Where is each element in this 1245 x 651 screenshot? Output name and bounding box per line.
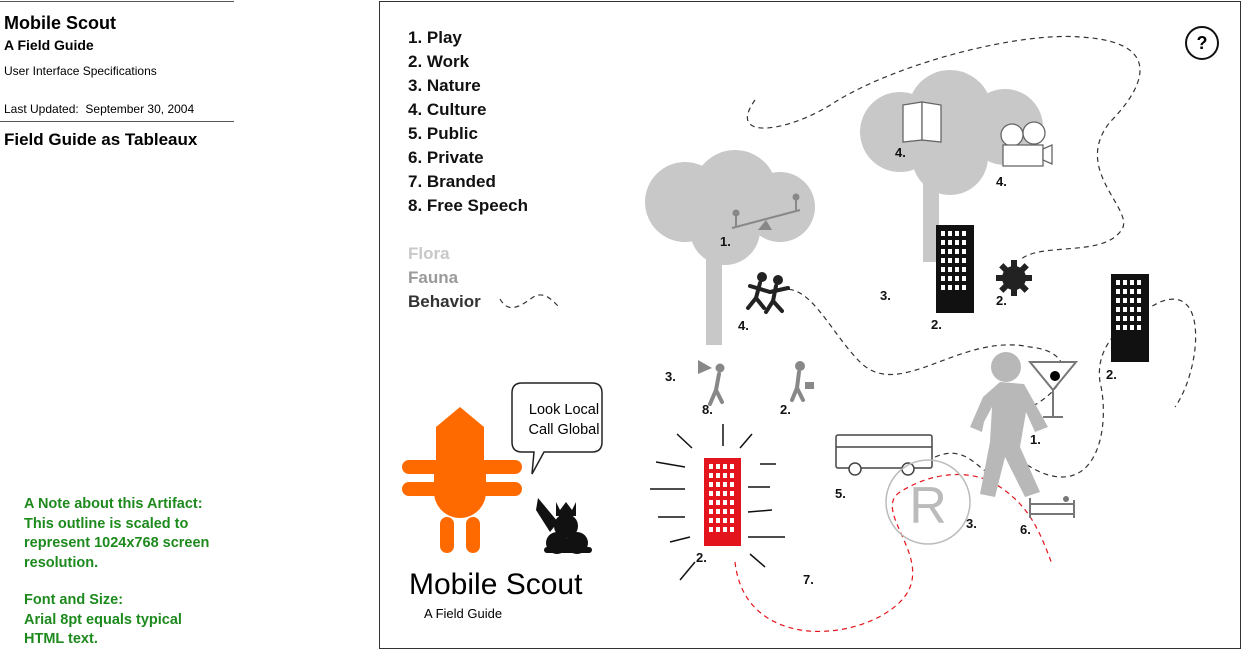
spec-sidebar: Mobile Scout A Field Guide User Interfac…: [0, 0, 236, 651]
tableaux-scene: R: [402, 35, 1197, 632]
bed-icon: [1029, 496, 1075, 518]
label-book: 4.: [895, 145, 906, 160]
legend-item-work: 2. Work: [408, 52, 470, 71]
note-line: Font and Size:: [24, 592, 124, 608]
camera-icon: [1000, 121, 1053, 167]
legend-spacer: [408, 218, 528, 242]
svg-text:R: R: [909, 477, 947, 535]
legend-type-flora: Flora: [408, 244, 450, 263]
label-bed: 6.: [1020, 522, 1031, 537]
legend-item-branded: 7. Branded: [408, 172, 496, 191]
seesaw-icon: [731, 193, 801, 230]
help-button[interactable]: ?: [1185, 26, 1219, 60]
label-bus: 5.: [835, 486, 846, 501]
branded-path: [734, 474, 1053, 632]
label-office-center: 2.: [931, 317, 942, 332]
legend-type-behavior: Behavior: [408, 292, 481, 311]
artifact-note: A Note about this Artifact: This outline…: [24, 495, 236, 573]
behavior-path-top: [747, 35, 1141, 261]
doc-spec: User Interface Specifications: [4, 64, 157, 78]
last-updated-label: Last Updated:: [4, 102, 79, 116]
category-legend: 1. Play 2. Work 3. Nature 4. Culture 5. …: [408, 26, 528, 314]
legend-item-private: 6. Private: [408, 148, 484, 167]
bus-icon: [835, 434, 933, 476]
top-rule: [0, 1, 234, 2]
label-office-right: 2.: [1106, 367, 1117, 382]
kids-icon: [746, 272, 790, 314]
office-building-center: [936, 225, 974, 313]
behavior-legend-arrow: [499, 294, 559, 309]
cocktail-glass-icon: [1027, 361, 1079, 418]
label-big-figure: 1.: [1030, 432, 1041, 447]
note-line: A Note about this Artifact:: [24, 496, 203, 512]
speech-bubble-text: Look Local Call Global: [514, 400, 614, 440]
note-line: This outline is scaled to: [24, 515, 189, 532]
label-nature-b: 3.: [665, 369, 676, 384]
label-kids: 4.: [738, 318, 749, 333]
last-updated: Last Updated: September 30, 2004: [4, 102, 194, 116]
legend-item-nature: 3. Nature: [408, 76, 481, 95]
legend-type-fauna: Fauna: [408, 268, 459, 287]
tableaux-frame: R: [379, 1, 1241, 649]
walking-person-icon: [970, 352, 1048, 497]
logo-subtitle: A Field Guide: [424, 606, 503, 621]
behavior-path-middle: [779, 288, 1197, 478]
note-line: represent 1024x768 screen: [24, 535, 210, 551]
legend-item-culture: 4. Culture: [408, 100, 487, 119]
tree-play: [645, 150, 815, 345]
scout-mascot-icon: [402, 407, 522, 553]
note-line: resolution.: [24, 554, 99, 571]
crowned-creature-icon: [536, 498, 592, 554]
logo-title: Mobile Scout: [409, 568, 583, 601]
label-tree-play: 1.: [720, 234, 731, 249]
last-updated-date: September 30, 2004: [85, 102, 195, 116]
gear-icon: [996, 260, 1032, 296]
speech-line: Call Global: [528, 422, 600, 438]
note-line: Arial 8pt equals typical: [24, 611, 182, 628]
branded-building-icon: [650, 424, 785, 581]
megaphone-person-icon: [698, 360, 725, 406]
note-line: HTML text.: [24, 631, 98, 647]
label-branded-tower: 2.: [696, 550, 707, 565]
worker-icon: [790, 361, 814, 402]
section-rule: [0, 121, 234, 122]
label-worker: 2.: [780, 402, 791, 417]
label-gear: 2.: [996, 293, 1007, 308]
legend-item-free-speech: 8. Free Speech: [408, 196, 529, 215]
label-camera: 4.: [996, 174, 1007, 189]
doc-title: Mobile Scout: [4, 13, 116, 33]
label-branded-r: 7.: [803, 572, 814, 587]
legend-item-play: 1. Play: [408, 28, 462, 47]
doc-subtitle: A Field Guide: [4, 37, 94, 53]
speech-bubble: [511, 382, 603, 475]
speech-line: Look Local: [528, 402, 600, 418]
font-note: Font and Size: Arial 8pt equals typical …: [24, 591, 236, 650]
office-building-right: [1111, 274, 1149, 362]
label-nature-a: 3.: [880, 288, 891, 303]
book-icon: [902, 101, 942, 143]
legend-item-public: 5. Public: [408, 124, 478, 143]
registered-icon: R: [885, 459, 971, 545]
label-nature-c: 3.: [966, 516, 977, 531]
section-title: Field Guide as Tableaux: [4, 130, 198, 149]
label-free-speech: 8.: [702, 402, 713, 417]
